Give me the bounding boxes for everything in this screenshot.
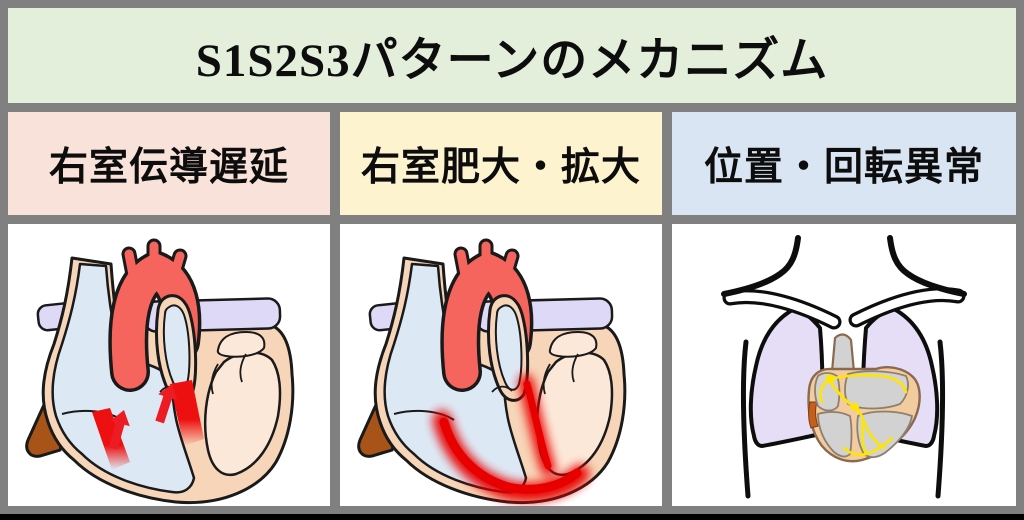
heart-illustration (359, 246, 625, 503)
page-title: S1S2S3パターンのメカニズム (195, 35, 829, 87)
body-outline (721, 235, 967, 499)
hypertrophy-red-core (439, 380, 582, 494)
thorax-heart-illustration (721, 235, 967, 499)
conduction-system (819, 373, 908, 457)
panel-rv-conduction-delay (8, 224, 330, 506)
heart-illustration (27, 246, 293, 503)
column-header-position-rotation: 位置・回転異常 (672, 112, 1016, 215)
column-header-rv-conduction-delay: 右室伝導遅延 (8, 112, 330, 215)
title-bar: S1S2S3パターンのメカニズム (8, 8, 1016, 103)
panel-rv-hypertrophy (340, 224, 662, 506)
diagram-grid: S1S2S3パターンのメカニズム 右室伝導遅延 右室肥大・拡大 位置・回転異常 (8, 8, 1016, 506)
conduction-delay-highlights (92, 380, 204, 470)
column-header-rv-hypertrophy: 右室肥大・拡大 (340, 112, 662, 215)
column-header-label: 右室伝導遅延 (48, 145, 289, 189)
column-header-label: 右室肥大・拡大 (360, 145, 641, 189)
column-header-label: 位置・回転異常 (703, 145, 984, 189)
bottom-strip (0, 514, 1024, 520)
heart-cross-section-conduction-delay (8, 224, 330, 506)
heart-cross-section-rv-hypertrophy (340, 224, 662, 506)
panel-position-rotation (672, 224, 1016, 506)
heart-in-thorax (807, 333, 921, 463)
clavicles (722, 287, 966, 330)
